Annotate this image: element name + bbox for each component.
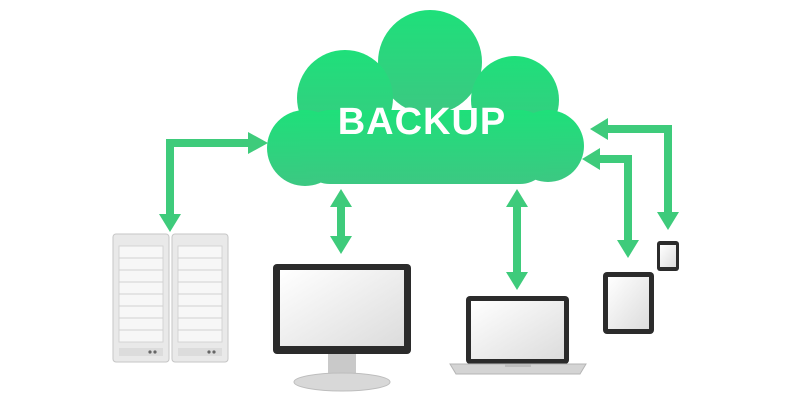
cloud-icon bbox=[267, 10, 584, 186]
server-icon bbox=[112, 233, 229, 363]
laptop-icon bbox=[449, 296, 587, 375]
server-unit-left bbox=[112, 233, 170, 363]
arrow-tablet-cloud bbox=[582, 148, 639, 258]
cloud-label: BACKUP bbox=[337, 101, 507, 143]
tablet-icon bbox=[603, 272, 654, 334]
arrow-phone-cloud bbox=[590, 118, 679, 230]
arrow-servers-cloud bbox=[159, 132, 268, 232]
monitor-icon bbox=[273, 264, 411, 392]
server-unit-right bbox=[171, 233, 229, 363]
arrow-monitor-cloud bbox=[330, 189, 352, 254]
arrow-laptop-cloud bbox=[506, 189, 528, 290]
phone-icon bbox=[657, 241, 679, 271]
